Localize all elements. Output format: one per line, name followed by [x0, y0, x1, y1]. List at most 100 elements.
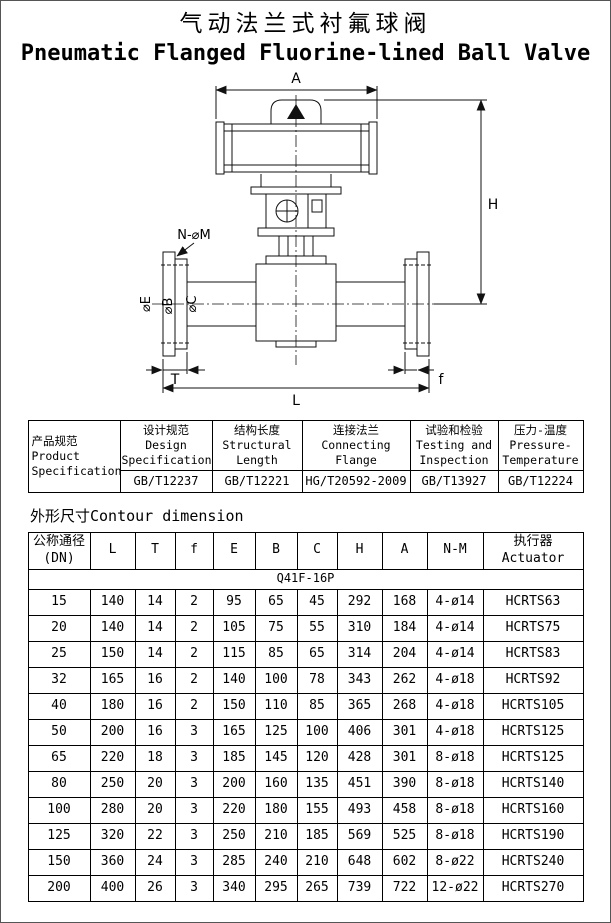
table-cell: 16 [134, 666, 176, 694]
table-cell: 125 [27, 822, 91, 850]
dim-label-nm: N-⌀M [177, 228, 210, 243]
table-cell: 8-ø18 [426, 770, 484, 798]
table-cell: 458 [381, 796, 428, 824]
table-cell: 185 [212, 744, 256, 772]
dim-label-a: A [291, 71, 301, 87]
table-cell: 16 [134, 718, 176, 746]
table-cell: 105 [212, 614, 256, 642]
table-cell: 3 [174, 822, 214, 850]
table-cell: 160 [254, 770, 298, 798]
table-cell: 150 [27, 848, 91, 876]
table-cell: 8-ø18 [426, 796, 484, 824]
table-cell: 180 [89, 692, 136, 720]
table-cell: 3 [174, 744, 214, 772]
table-cell: 360 [89, 848, 136, 876]
table-cell: 100 [296, 718, 338, 746]
spec-column-header: 设计规范 Design Specification [119, 420, 213, 471]
table-cell: 4-ø18 [426, 666, 484, 694]
contour-dimension-heading: 外形尺寸Contour dimension [30, 507, 244, 525]
table-cell: HCRTS140 [482, 770, 584, 798]
dim-label-h: H [487, 197, 498, 213]
table-cell: 320 [89, 822, 136, 850]
dim-label-t: T [169, 372, 179, 388]
table-cell: HCRTS125 [482, 718, 584, 746]
spec-column-value: GB/T12237 [119, 470, 213, 493]
dim-label-l: L [292, 393, 300, 409]
table-cell: 8-ø18 [426, 822, 484, 850]
table-cell: 3 [174, 796, 214, 824]
dim-label-f: f [438, 372, 444, 388]
title-chinese: 气动法兰式衬氟球阀 [179, 11, 432, 37]
table-cell: 26 [134, 874, 176, 902]
spec-column-value: GB/T12221 [211, 470, 303, 493]
table-cell: 220 [212, 796, 256, 824]
table-cell: 406 [336, 718, 383, 746]
model-cell: Q41F-16P [27, 568, 584, 590]
table-cell: 210 [254, 822, 298, 850]
table-cell: 85 [296, 692, 338, 720]
table-cell: 65 [27, 744, 91, 772]
table-cell: 268 [381, 692, 428, 720]
table-cell: 3 [174, 848, 214, 876]
table-cell: 4-ø14 [426, 614, 484, 642]
table-cell: 210 [296, 848, 338, 876]
table-cell: 140 [89, 614, 136, 642]
dim-label-b: ⌀B [161, 298, 176, 315]
table-cell: HCRTS240 [482, 848, 584, 876]
dim-column-header: B [254, 532, 298, 570]
spec-column-value: GB/T13927 [409, 470, 499, 493]
valve-technical-drawing: A H N-⌀M ⌀E ⌀B ⌀C T L f [66, 69, 546, 414]
table-cell: 285 [212, 848, 256, 876]
table-cell: 3 [174, 874, 214, 902]
table-cell: HCRTS75 [482, 614, 584, 642]
table-cell: 85 [254, 640, 298, 668]
dim-column-header: 公称通径 (DN) [27, 532, 91, 570]
table-cell: 365 [336, 692, 383, 720]
dim-label-c: ⌀C [185, 296, 200, 313]
table-cell: 280 [89, 796, 136, 824]
valve-body [160, 251, 431, 357]
table-cell: 250 [89, 770, 136, 798]
table-cell: 2 [174, 640, 214, 668]
dim-column-header: 执行器 Actuator [482, 532, 584, 570]
dim-column-header: f [174, 532, 214, 570]
table-cell: 45 [296, 588, 338, 616]
valve-drawing-svg: A H N-⌀M ⌀E ⌀B ⌀C T L f [139, 71, 498, 409]
table-cell: 4-ø14 [426, 640, 484, 668]
title-english: Pneumatic Flanged Fluorine-lined Ball Va… [20, 41, 591, 66]
table-cell: 22 [134, 822, 176, 850]
table-cell: 110 [254, 692, 298, 720]
dimension-lines [145, 85, 487, 393]
pneumatic-actuator [215, 99, 377, 195]
table-cell: 20 [134, 770, 176, 798]
table-cell: 200 [27, 874, 91, 902]
spec-column-value: GB/T12224 [497, 470, 584, 493]
table-cell: 40 [27, 692, 91, 720]
table-cell: 65 [254, 588, 298, 616]
table-cell: 4-ø14 [426, 588, 484, 616]
table-cell: 3 [174, 770, 214, 798]
table-cell: 301 [381, 744, 428, 772]
table-cell: 493 [336, 796, 383, 824]
table-cell: 180 [254, 796, 298, 824]
table-cell: 262 [381, 666, 428, 694]
table-cell: 95 [212, 588, 256, 616]
table-cell: 4-ø18 [426, 692, 484, 720]
table-cell: 250 [212, 822, 256, 850]
model-row: Q41F-16P [27, 568, 584, 590]
table-cell: 602 [381, 848, 428, 876]
table-cell: 301 [381, 718, 428, 746]
table-cell: 115 [212, 640, 256, 668]
